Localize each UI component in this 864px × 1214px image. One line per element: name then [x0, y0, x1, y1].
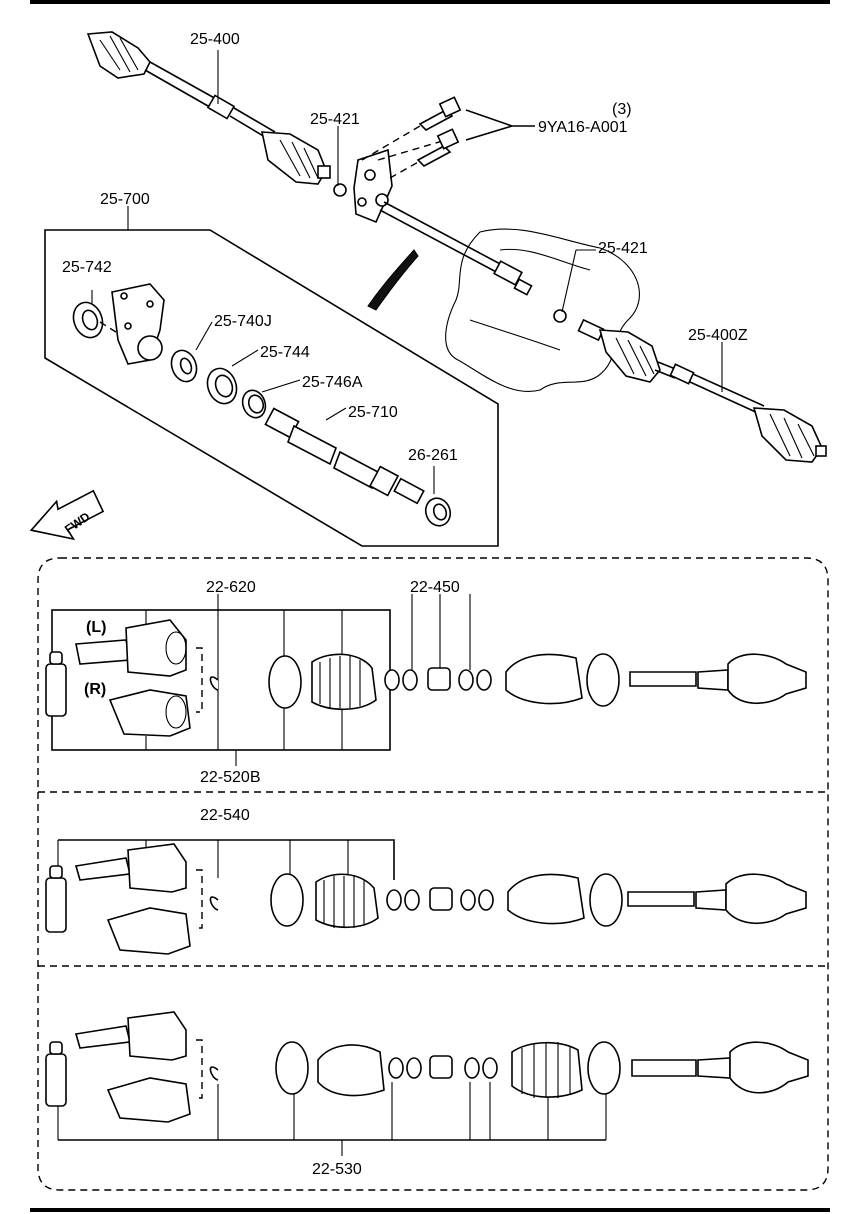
panel-25-700	[44, 229, 499, 547]
snap-ring-744	[206, 349, 259, 405]
label-25-740j: 25-740J	[214, 313, 272, 330]
label-25-421-upper: 25-421	[310, 111, 360, 128]
oil-seal-261	[424, 466, 452, 527]
label-26-261: 26-261	[408, 447, 458, 464]
label-l: (L)	[86, 619, 106, 636]
label-25-400: 25-400	[190, 31, 240, 48]
label-25-421-right: 25-421	[598, 240, 648, 257]
transaxle-detail	[469, 248, 591, 351]
label-22-520b: 22-520B	[200, 769, 261, 786]
kit-row-3	[45, 1011, 809, 1156]
label-22-450: 22-450	[410, 579, 460, 596]
bearing-retainer-part	[72, 283, 165, 365]
outer-joint-r	[108, 689, 191, 737]
half-shaft-left	[86, 31, 331, 185]
kit-row-2	[45, 839, 807, 955]
label-22-540: 22-540	[200, 807, 250, 824]
bottom-rule	[30, 1208, 830, 1212]
bearing-bracket	[353, 125, 447, 224]
label-25-710: 25-710	[348, 404, 398, 421]
label-22-530: 22-530	[312, 1161, 362, 1178]
label-25-746a: 25-746A	[302, 374, 363, 391]
half-shaft-right	[577, 318, 827, 463]
indicator-arrow	[367, 249, 419, 311]
bolts	[416, 96, 535, 167]
kit-row-1	[45, 594, 807, 766]
label-bolt: 9YA16-A001	[538, 119, 628, 136]
lock-ring-right	[553, 309, 567, 323]
outer-joint-l	[75, 619, 187, 677]
label-25-742: 25-742	[62, 259, 112, 276]
label-25-744: 25-744	[260, 344, 310, 361]
label-bolt-qty: (3)	[612, 101, 632, 118]
transaxle-outline	[445, 228, 640, 392]
fwd-arrow-icon	[29, 489, 105, 541]
bearing-740j	[170, 321, 213, 383]
intermediate-shaft-installed	[379, 201, 533, 296]
lock-ring-upper	[333, 183, 347, 197]
grease-tube-1	[45, 651, 67, 717]
label-22-620: 22-620	[206, 579, 256, 596]
seal-746a	[241, 379, 301, 419]
label-25-400z: 25-400Z	[688, 327, 748, 344]
label-r: (R)	[84, 681, 106, 698]
leader-25-421-right-v	[561, 249, 577, 313]
label-25-700: 25-700	[100, 191, 150, 208]
kits-frame	[37, 557, 829, 1191]
intermediate-shaft-part	[264, 407, 425, 505]
top-rule	[30, 0, 830, 4]
